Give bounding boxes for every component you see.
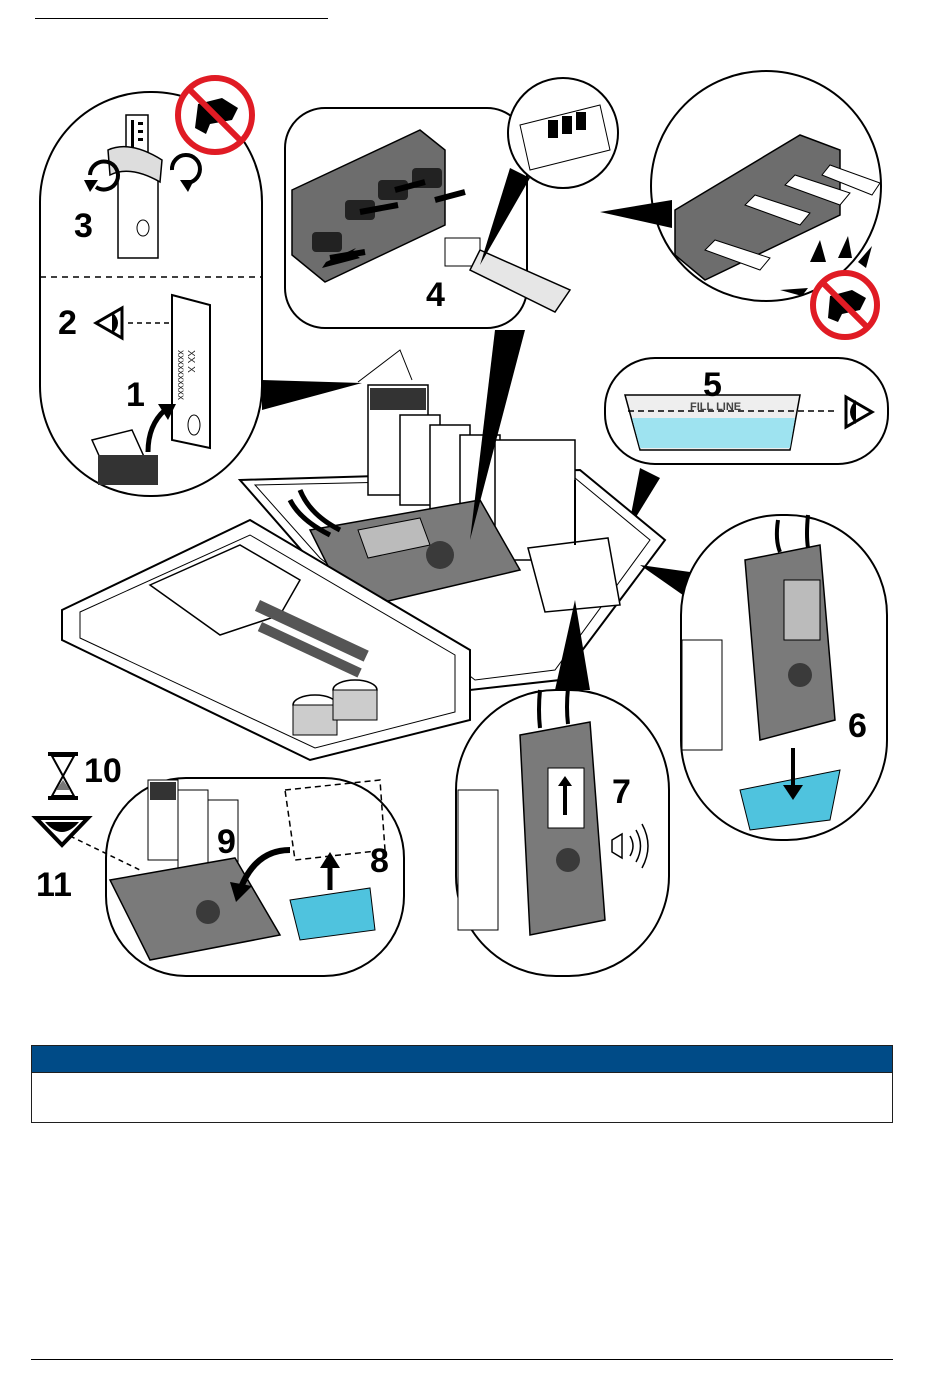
step-11-label: 11 [36,866,72,904]
step-6-label: 6 [848,707,867,745]
instruction-illustration: 3 2 XX X xxxxxxxxxx 1 [0,0,950,1010]
packet-code: xxxxxxxxxx [175,350,186,400]
step-8-label: 8 [370,842,389,880]
panel-strips-inserted [600,71,881,337]
step-10-label: 10 [84,752,122,790]
step-4-label: 4 [426,276,445,314]
panel-fill-line: FILL LINE 5 [605,358,888,530]
notice-header [32,1046,892,1073]
footer-rule [31,1359,893,1360]
hourglass-icon [48,752,78,800]
step-1-label: 1 [126,376,145,414]
panel-steps-8-11: 9 8 [106,778,404,976]
panel-packet: 3 2 XX X xxxxxxxxxx 1 [40,78,262,496]
notice-box [31,1045,893,1123]
step-7-label: 7 [612,773,631,811]
panel-step-6: 6 [681,515,887,840]
no-touch-icon [178,78,252,152]
no-touch-icon-2 [813,273,877,337]
step-2-label: 2 [58,304,77,342]
step-5-label: 5 [703,366,722,404]
notice-body [32,1073,892,1089]
panel-step-7: 7 [456,688,669,976]
step-9-label: 9 [217,823,236,861]
step-3-label: 3 [74,207,93,245]
